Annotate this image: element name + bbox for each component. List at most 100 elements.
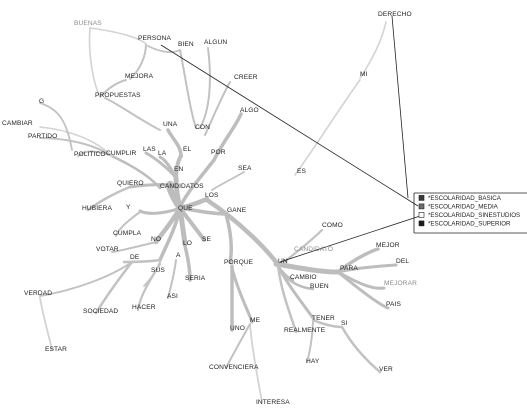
edge-18	[204, 197, 279, 265]
word-un: UN	[278, 258, 288, 265]
word-es: ES	[297, 168, 306, 175]
edge-20	[336, 247, 380, 274]
edges-layer	[39, 15, 421, 403]
word-candidato: CANDIDATO	[294, 246, 333, 253]
edge-43	[143, 261, 161, 287]
word-votar: VOTAR	[96, 246, 119, 253]
word-mejor: MEJOR	[376, 242, 400, 249]
word-con: CON	[195, 124, 210, 131]
word-y: Y	[126, 204, 131, 211]
word-sociedad: SOCIEDAD	[83, 308, 118, 315]
legend-label-0: *ESCOLARIDAD_BASICA	[428, 195, 502, 202]
edge-53	[129, 43, 147, 80]
edge-12	[158, 206, 182, 262]
edge-62	[211, 171, 245, 191]
edge-29	[340, 325, 382, 374]
word-buen: BUEN	[310, 283, 329, 290]
word-en: EN	[174, 166, 183, 173]
word-g: G	[39, 98, 44, 105]
edge-60	[294, 79, 361, 176]
word-sea: SEA	[238, 165, 252, 172]
word-partido: PARTIDO	[28, 133, 57, 140]
legend-connector-0	[160, 44, 419, 207]
edge-15	[212, 112, 243, 162]
word-sus: SUS	[151, 267, 165, 274]
word-hay: HAY	[306, 358, 320, 365]
word-algo: ALGO	[240, 107, 259, 114]
edge-41	[39, 261, 133, 297]
legend-swatch-3	[418, 220, 425, 227]
edge-26	[276, 264, 315, 291]
word-por: POR	[211, 149, 226, 156]
word-creer: CREER	[234, 74, 258, 81]
word-politico: POLITICO	[74, 151, 106, 158]
edge-52	[99, 79, 127, 98]
edge-13	[183, 244, 192, 282]
word-el: EL	[183, 146, 191, 153]
legend-label-2: *ESCOLARIDAD_SINESTUDIOS	[428, 212, 520, 219]
edge-55	[88, 27, 101, 98]
edge-23	[336, 270, 390, 310]
word-mejorar: MEJORAR	[384, 280, 417, 287]
edge-32	[224, 212, 233, 264]
edge-14	[178, 158, 216, 210]
edge-3	[166, 128, 183, 158]
word-que: QUE	[178, 205, 193, 212]
word-me: ME	[250, 317, 261, 324]
word-hacer: HACER	[132, 304, 156, 311]
word-mejora: MEJORA	[125, 73, 154, 80]
edge-54	[89, 27, 147, 45]
edge-35	[249, 323, 263, 403]
edge-50	[39, 102, 73, 151]
word-bien: BIEN	[178, 41, 194, 48]
edge-45	[167, 259, 177, 299]
legend-swatch-0	[418, 195, 425, 201]
edge-61	[359, 21, 387, 79]
word-realmente: REALMENTE	[284, 327, 326, 334]
edge-31	[278, 228, 324, 267]
edge-37	[86, 185, 132, 212]
edge-39	[111, 241, 157, 253]
word-verdad: VERDAD	[24, 290, 52, 297]
word-convenciera: CONVENCIERA	[209, 364, 259, 371]
word-la: LA	[158, 150, 167, 157]
word-lo: LO	[183, 240, 192, 247]
edge-30	[306, 321, 314, 363]
legend-connector-1	[391, 15, 409, 199]
edge-46	[39, 297, 53, 351]
word-para: PARA	[340, 265, 358, 272]
word-pais: PAIS	[386, 301, 401, 308]
word-tener: TENER	[312, 315, 335, 322]
word-quiero: QUIERO	[117, 180, 144, 187]
word-buenas: BUENAS	[74, 20, 102, 27]
edge-48	[39, 137, 113, 157]
edge-40	[122, 258, 162, 264]
word-si: SI	[341, 320, 347, 327]
legend-swatch-1	[418, 203, 425, 210]
word-como: COMO	[322, 222, 343, 229]
word-a: A	[176, 252, 181, 259]
word-no: NO	[151, 236, 161, 243]
word-uno: UNO	[230, 325, 245, 332]
word-cumpla: CUMPLA	[113, 230, 142, 237]
word-propuestas: PROPUESTAS	[95, 92, 141, 99]
legend-connector-2	[279, 215, 421, 263]
word-asi: ASI	[167, 293, 178, 300]
edge-5	[144, 151, 178, 180]
word-mi: MI	[360, 71, 368, 78]
word-ver: VER	[379, 366, 393, 373]
word-candidatos: CANDIDATOS	[160, 183, 204, 190]
edge-38	[115, 211, 141, 237]
edge-58	[199, 47, 211, 129]
word-hubiera: HUBIERA	[82, 205, 113, 212]
edge-8	[138, 206, 182, 215]
word-de: DE	[130, 254, 140, 261]
edge-51	[104, 97, 161, 131]
edge-28	[276, 264, 298, 334]
edge-11	[178, 206, 206, 242]
word-porque: PORQUE	[224, 259, 254, 266]
legend-swatch-2	[418, 212, 425, 218]
